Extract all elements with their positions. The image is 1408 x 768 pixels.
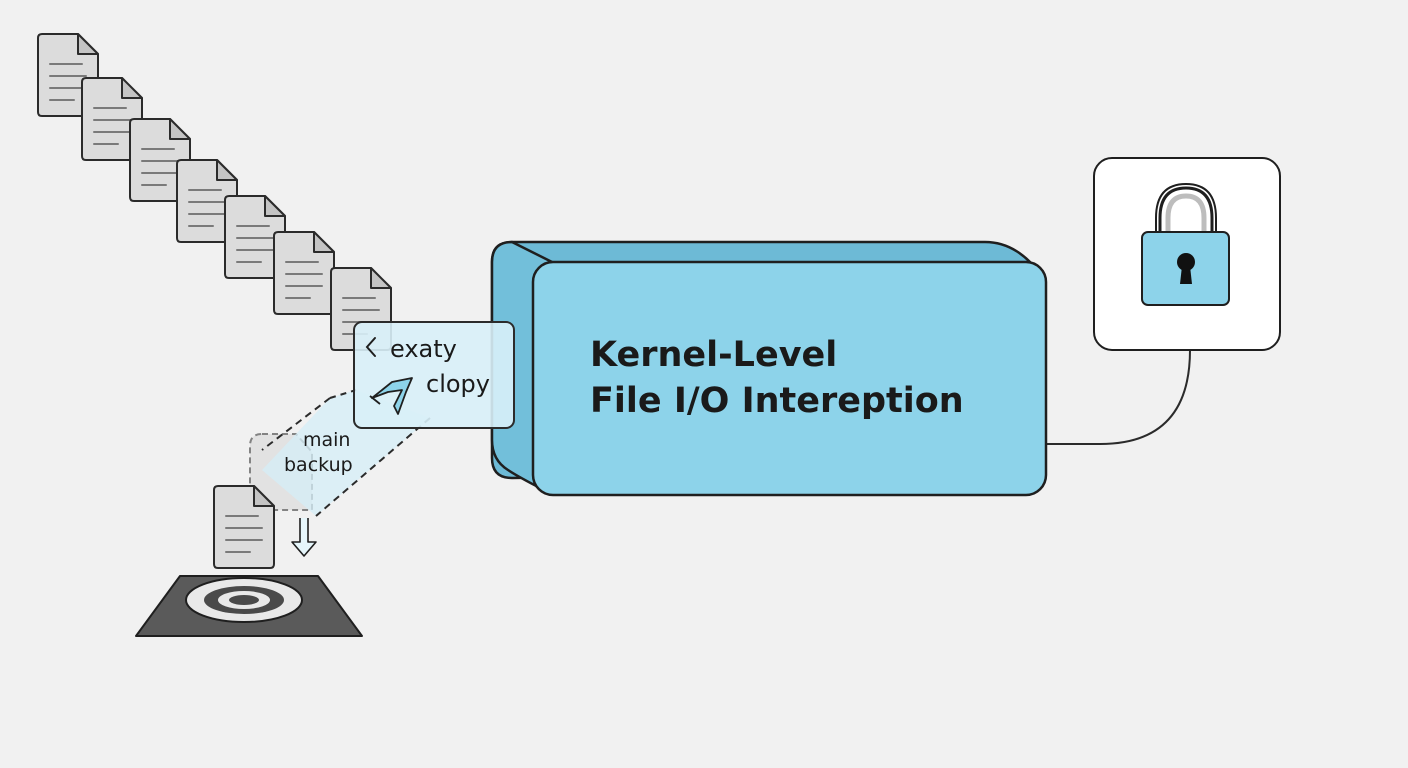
lock-connector — [1044, 349, 1191, 445]
lock-panel — [1093, 157, 1281, 351]
document-icon — [273, 231, 335, 315]
down-arrow-icon — [291, 518, 317, 557]
copy-arrow-icon — [369, 377, 413, 415]
backup-label-line1: main — [303, 429, 350, 451]
intercept-card-line2: clopy — [426, 370, 490, 398]
kernel-title-line2: File I/O Intereption — [590, 381, 964, 421]
backup-label-line2: backup — [284, 454, 353, 476]
backup-label: main backup — [284, 429, 353, 476]
padlock-icon — [1141, 182, 1230, 306]
document-icon — [213, 485, 275, 569]
kernel-box-front — [531, 260, 1048, 497]
intercept-card-line1: exaty — [390, 335, 457, 363]
kernel-box: Kernel-Level File I/O Intereption — [490, 240, 1048, 497]
intercept-card: exaty clopy — [353, 321, 515, 429]
chevron-left-icon — [365, 337, 376, 357]
file-stack — [37, 33, 392, 351]
kernel-title-line1: Kernel-Level — [590, 335, 837, 375]
disk-platter-icon — [135, 575, 363, 637]
